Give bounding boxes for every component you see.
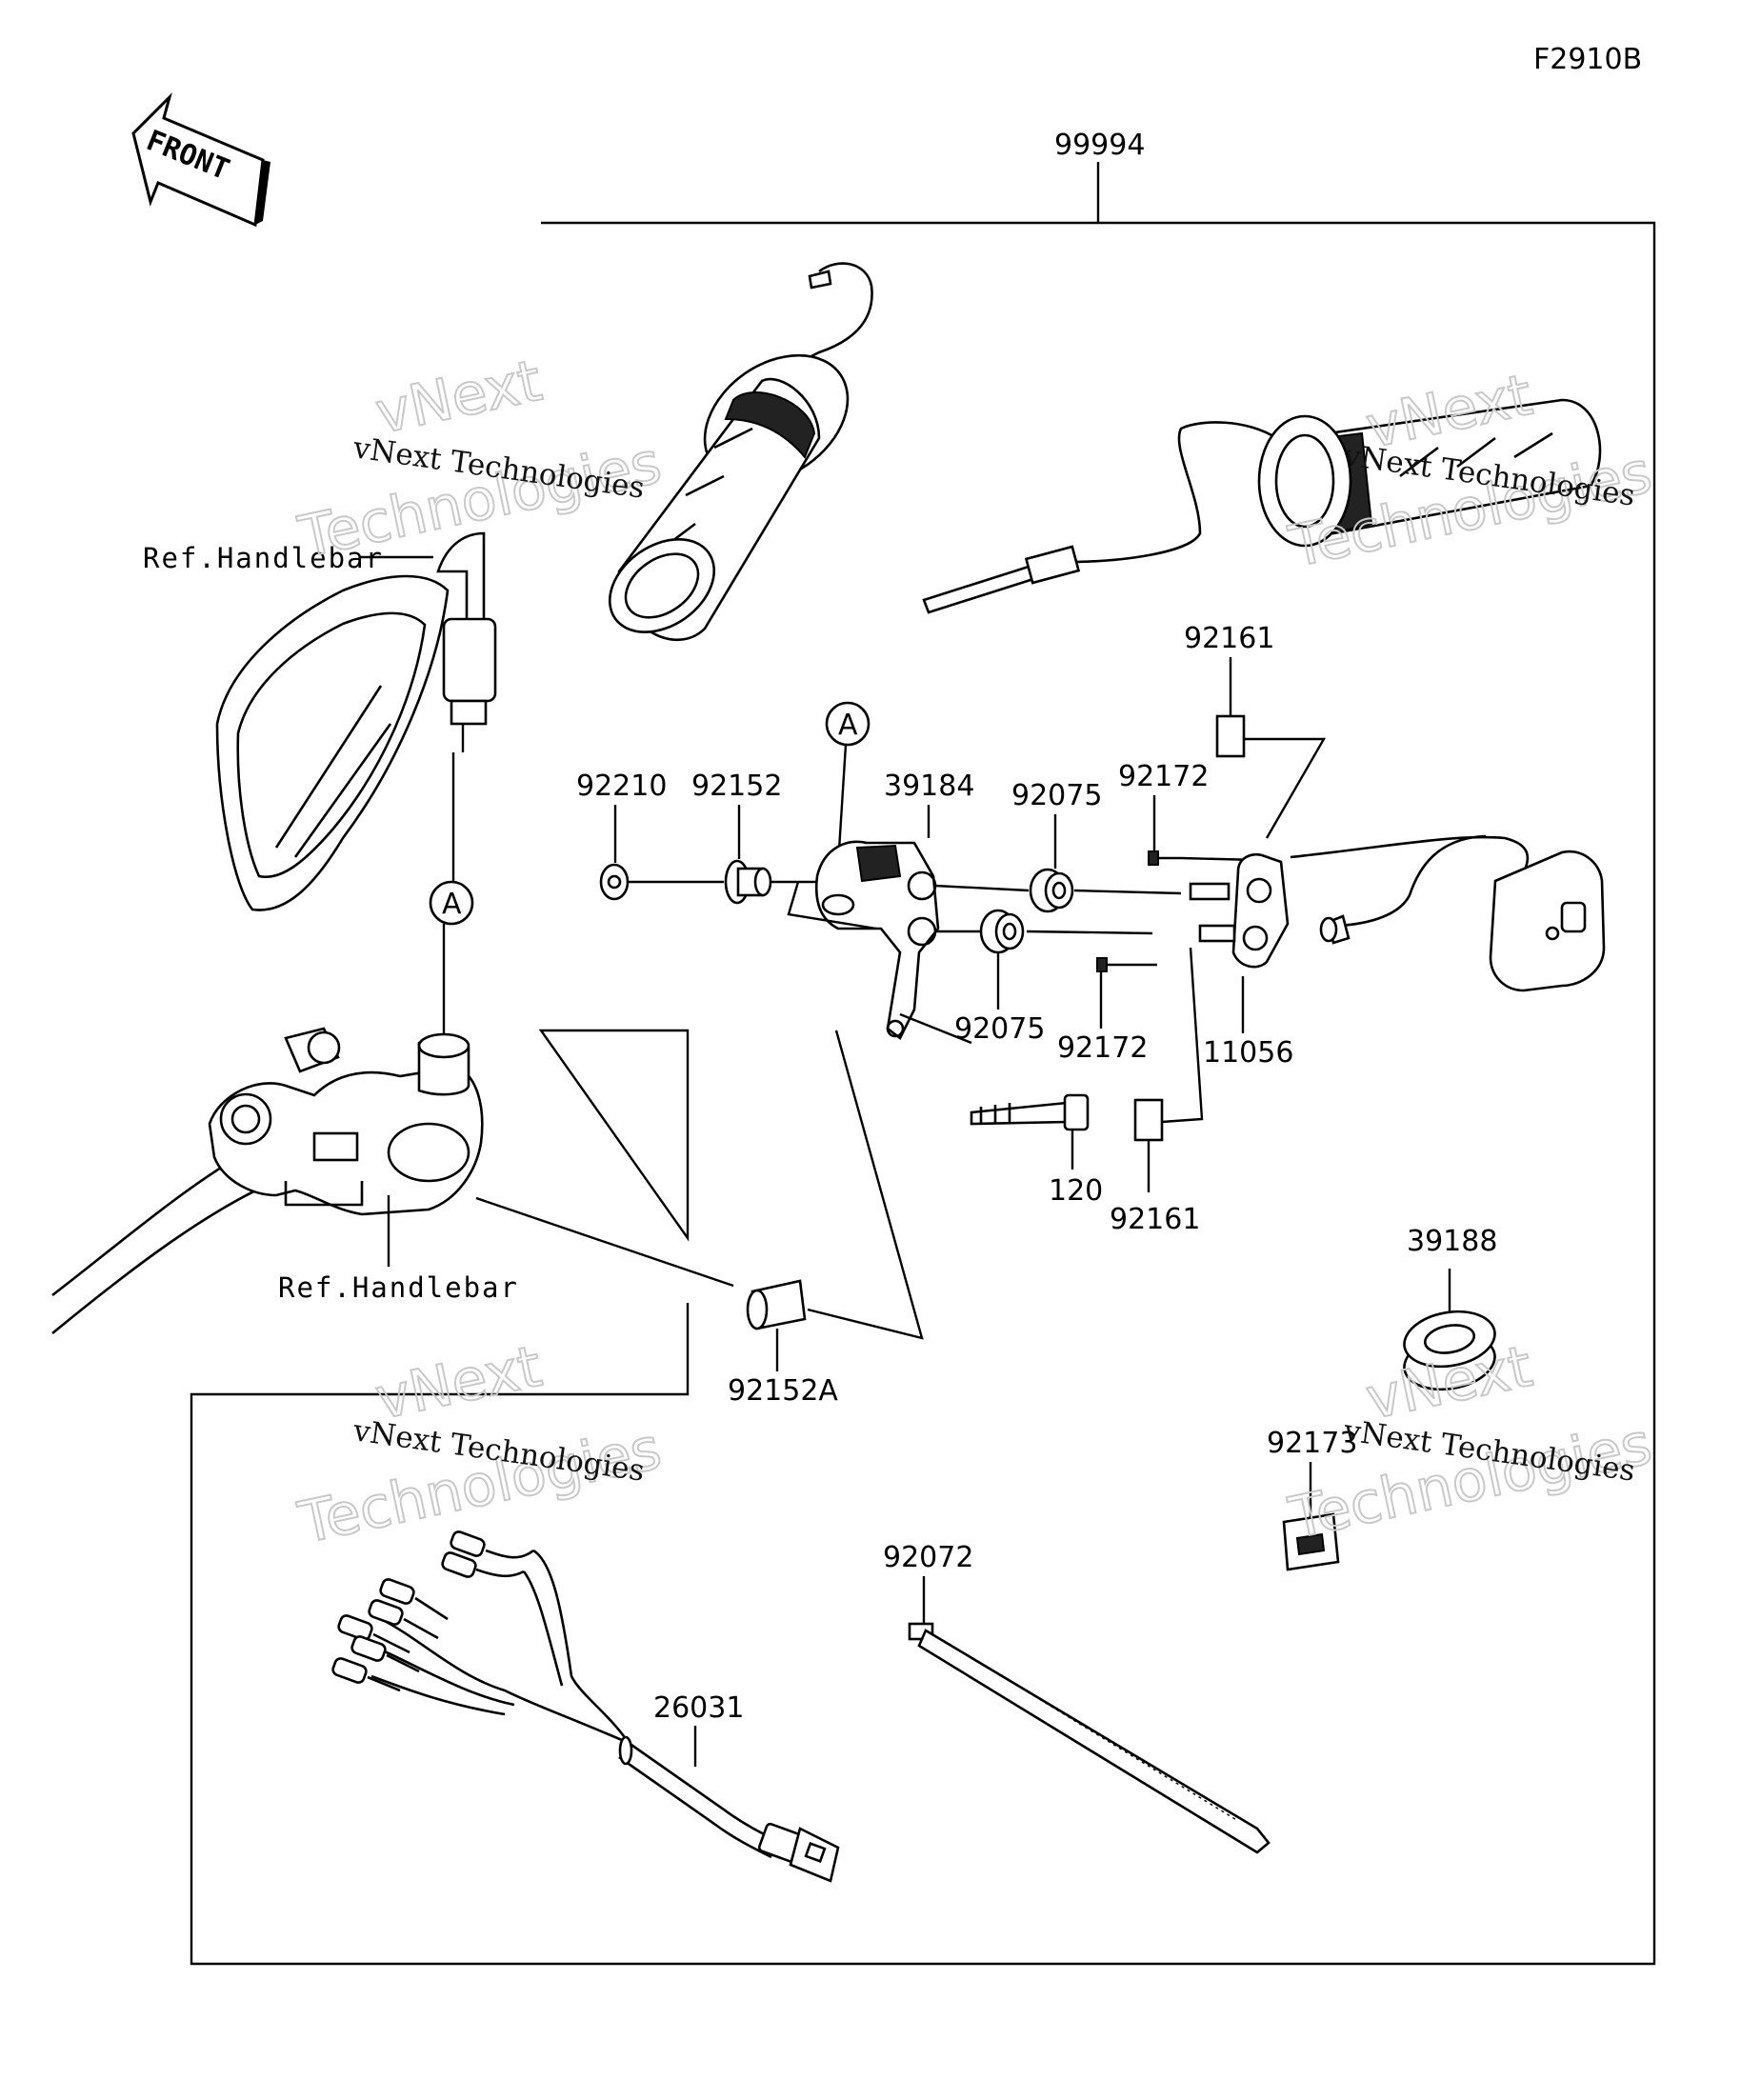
front-arrow-icon: FRONT xyxy=(131,91,270,228)
part-label-92072: 92072 xyxy=(883,1541,973,1574)
part-label-92161-top: 92161 xyxy=(1184,622,1274,655)
callout-a-center-label: A xyxy=(838,709,858,742)
part-label-92152A: 92152A xyxy=(728,1374,838,1408)
ref-handlebar-bottom: Ref.Handlebar xyxy=(278,1271,519,1304)
part-92075-bottom xyxy=(979,909,1025,954)
part-label-39188: 39188 xyxy=(1407,1225,1497,1258)
part-label-92075-top: 92075 xyxy=(1011,779,1102,812)
part-39188-seal xyxy=(1403,1310,1496,1391)
part-label-26031: 26031 xyxy=(653,1691,744,1725)
part-92152 xyxy=(724,859,772,905)
watermark-top-right: vNext Technologies vNext Technologies xyxy=(1283,361,1659,582)
part-11056-bracket xyxy=(1189,852,1290,969)
part-label-99994: 99994 xyxy=(1054,129,1145,162)
part-92161-top xyxy=(1215,714,1246,758)
part-92075-top xyxy=(1029,868,1074,913)
part-92072-cable-tie xyxy=(908,1622,1271,1854)
figure-code: F2910B xyxy=(1533,43,1642,76)
part-92161-bottom xyxy=(1133,1098,1164,1142)
part-label-92075-bottom: 92075 xyxy=(954,1012,1045,1046)
part-label-11056: 11056 xyxy=(1203,1036,1293,1070)
part-39184-bracket xyxy=(814,840,940,1040)
part-92210 xyxy=(599,863,630,901)
heater-controller xyxy=(1290,834,1606,992)
handlebar-clamp xyxy=(51,1027,484,1335)
part-label-92152: 92152 xyxy=(691,770,782,803)
watermark-bottom-right: vNext Technologies vNext Technologies xyxy=(1283,1332,1659,1553)
svg-text:vNext: vNext xyxy=(370,348,548,448)
part-label-120: 120 xyxy=(1049,1174,1103,1208)
part-label-92172-bottom: 92172 xyxy=(1057,1031,1148,1065)
callout-a-center xyxy=(825,701,870,747)
part-92172-top xyxy=(1148,850,1181,866)
callout-a-left-label: A xyxy=(442,888,462,921)
part-26031-harness xyxy=(331,1530,840,1883)
part-label-92172-top: 92172 xyxy=(1118,760,1209,793)
part-92172-bottom xyxy=(1096,957,1157,972)
part-120-bolt xyxy=(970,1093,1090,1131)
left-grip-heater xyxy=(608,262,873,642)
part-92152A xyxy=(746,1279,807,1330)
leader-92161-top-to-11056 xyxy=(1244,737,1327,839)
part-label-92161-bottom: 92161 xyxy=(1110,1203,1200,1236)
svg-text:vNext: vNext xyxy=(370,1333,548,1433)
part-label-92210: 92210 xyxy=(576,770,667,803)
ref-handlebar-top: Ref.Handlebar xyxy=(143,542,384,574)
right-grip-heater xyxy=(922,398,1602,614)
part-92173-clip xyxy=(1282,1512,1340,1571)
kit-boundary-box xyxy=(190,221,1656,1966)
part-label-39184: 39184 xyxy=(884,770,974,803)
part-label-92173: 92173 xyxy=(1267,1427,1357,1460)
svg-text:vNext: vNext xyxy=(1361,1333,1538,1433)
mirror-assembly xyxy=(215,531,497,911)
watermark-bottom-left: vNext Technologies vNext Technologies xyxy=(292,1332,669,1558)
callout-a-left xyxy=(429,880,474,926)
leader-11056-to-92161 xyxy=(1161,947,1204,1124)
harness-connectors xyxy=(331,1530,534,1692)
